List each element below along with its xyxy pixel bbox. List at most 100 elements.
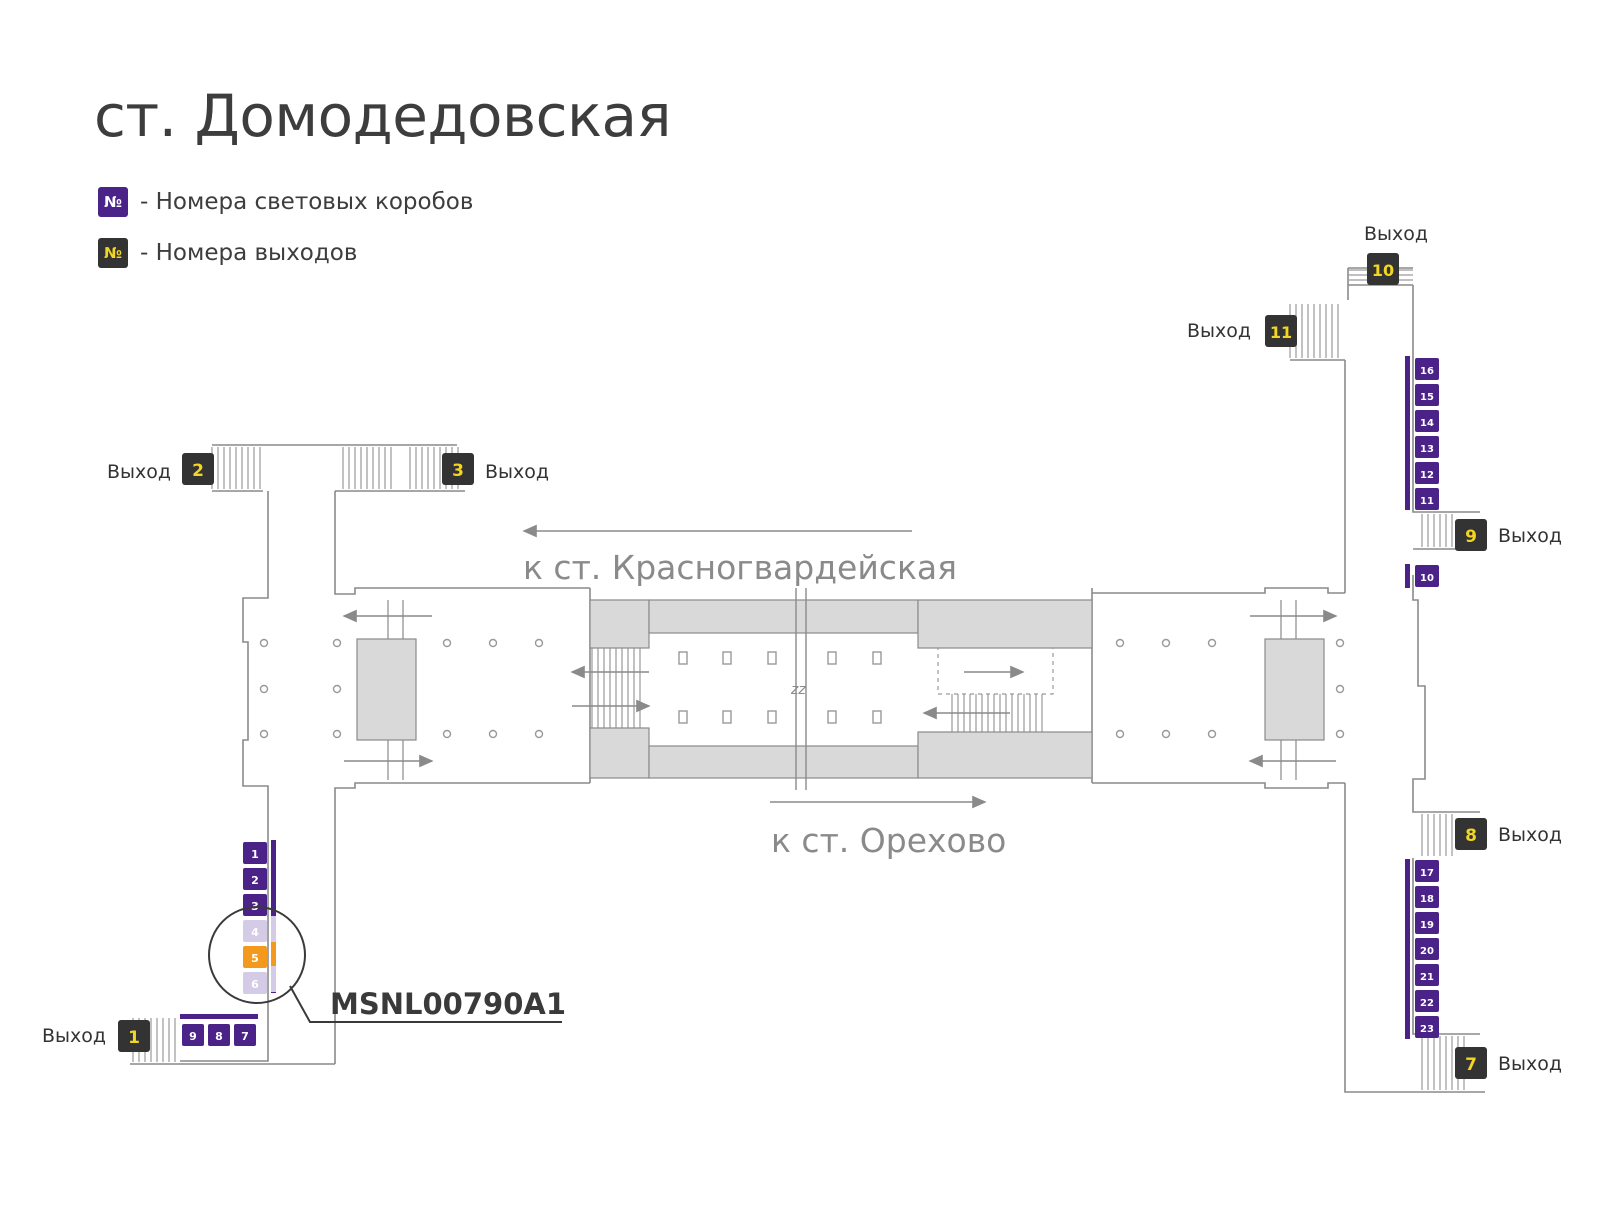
legend-lightbox-label: - Номера световых коробов (140, 189, 474, 215)
exit-1: Выход 1 (42, 1020, 150, 1052)
exit-3: 3 Выход (442, 453, 549, 485)
legend-exit-swatch: № (98, 238, 128, 268)
lightbox-17: 17 (1415, 860, 1439, 882)
svg-text:1: 1 (251, 848, 259, 861)
svg-text:19: 19 (1420, 920, 1434, 931)
block-platform-s (648, 745, 919, 779)
block-platform-n (648, 599, 919, 634)
callout-code-label: MSNL00790A1 (330, 987, 566, 1021)
lightbox-22: 22 (1415, 990, 1439, 1012)
stairs-exit-9 (1421, 514, 1453, 547)
exit-9-number: 9 (1465, 527, 1477, 547)
platform-divider (795, 588, 807, 790)
exit-3-word: Выход (485, 461, 549, 483)
exit-7-number: 7 (1465, 1055, 1477, 1075)
lightbox-2: 2 (243, 868, 267, 890)
lightbox-10: 10 (1415, 565, 1439, 587)
lightbox-20: 20 (1415, 938, 1439, 960)
lightbox-7: 7 (234, 1024, 256, 1046)
exit-8: 8 Выход (1455, 818, 1562, 850)
block-platform-se (917, 731, 1093, 779)
svg-text:17: 17 (1420, 868, 1434, 879)
lightbox-15: 15 (1415, 384, 1439, 406)
stairs-exit-3a (342, 447, 392, 489)
lightbox-13: 13 (1415, 436, 1439, 458)
svg-text:18: 18 (1420, 894, 1434, 905)
lightbox-14: 14 (1415, 410, 1439, 432)
svg-text:15: 15 (1420, 392, 1434, 403)
lightboxes-left: 1 2 3 4 5 6 (243, 840, 276, 994)
direction-south-label: к ст. Орехово (771, 821, 1006, 860)
svg-text:6: 6 (251, 978, 259, 991)
dashed-zone (937, 647, 1054, 695)
legend-lightbox-swatch: № (98, 187, 128, 217)
lightbox-1: 1 (243, 842, 267, 864)
exit-11-word: Выход (1187, 320, 1251, 342)
svg-text:10: 10 (1420, 573, 1434, 584)
stairs-exit-8 (1421, 814, 1453, 856)
lightbox-12: 12 (1415, 462, 1439, 484)
lightboxes-bottom: 9 8 7 (180, 1014, 258, 1046)
svg-text:9: 9 (189, 1030, 197, 1043)
lightbox-23: 23 (1415, 1016, 1439, 1038)
svg-text:20: 20 (1420, 946, 1434, 957)
exit-2: Выход 2 (107, 453, 214, 485)
lightbox-4-faded: 4 (243, 920, 267, 942)
svg-text:22: 22 (1420, 998, 1434, 1009)
lightboxes-right-upper: 16 15 14 13 12 11 10 (1405, 356, 1439, 588)
columns-squares (678, 651, 882, 724)
exit-1-number: 1 (128, 1028, 140, 1048)
column-zone-marker: zz (790, 682, 806, 698)
exit-2-number: 2 (192, 461, 204, 481)
lightbox-21: 21 (1415, 964, 1439, 986)
svg-text:7: 7 (241, 1030, 249, 1043)
svg-text:8: 8 (215, 1030, 223, 1043)
svg-text:11: 11 (1420, 496, 1434, 507)
exit-10: Выход 10 (1364, 223, 1428, 285)
direction-north-label: к ст. Красногвардейская (523, 548, 957, 587)
lightbox-3: 3 (243, 894, 267, 916)
columns-circles (259, 638, 1345, 739)
staircases (132, 269, 1465, 1090)
svg-text:2: 2 (251, 874, 259, 887)
exit-9-word: Выход (1498, 525, 1562, 547)
svg-text:21: 21 (1420, 972, 1434, 983)
lightbox-8: 8 (208, 1024, 230, 1046)
callout-leader (289, 985, 562, 1023)
svg-text:4: 4 (251, 926, 259, 939)
legend-lightbox: № - Номера световых коробов (98, 186, 473, 218)
exit-9: 9 Выход (1455, 519, 1562, 551)
svg-text:5: 5 (251, 952, 259, 965)
exit-8-number: 8 (1465, 826, 1477, 846)
lightbox-19: 19 (1415, 912, 1439, 934)
exit-11: Выход 11 (1187, 315, 1297, 347)
block-platform-ne (917, 599, 1093, 649)
highlight-callout-circle (208, 906, 306, 1004)
exit-7-word: Выход (1498, 1053, 1562, 1075)
lightbox-5-highlighted: 5 (243, 946, 267, 968)
legend-exit-label: - Номера выходов (140, 240, 358, 266)
grey-blocks (356, 599, 1325, 779)
stairs-exit-2 (211, 447, 261, 489)
exit-10-number: 10 (1372, 261, 1394, 280)
stairs-exit-11 (1289, 304, 1339, 358)
exit-10-word: Выход (1364, 223, 1428, 245)
block-platform-nw (589, 599, 650, 649)
svg-text:16: 16 (1420, 366, 1434, 377)
svg-text:13: 13 (1420, 444, 1434, 455)
svg-text:23: 23 (1420, 1024, 1434, 1035)
stairs-platform-left (591, 648, 641, 728)
svg-text:12: 12 (1420, 470, 1434, 481)
lightbox-16: 16 (1415, 358, 1439, 380)
page-title: ст. Домодедовская (94, 82, 672, 150)
block-platform-sw (589, 727, 650, 779)
exit-3-number: 3 (452, 461, 464, 481)
block-left-vestibule (356, 638, 417, 741)
svg-text:14: 14 (1420, 418, 1434, 429)
lightbox-11: 11 (1415, 488, 1439, 510)
flow-arrows (342, 524, 1338, 809)
lightbox-6-faded: 6 (243, 972, 267, 994)
exit-1-word: Выход (42, 1025, 106, 1047)
lightboxes-right-lower: 17 18 19 20 21 22 23 (1405, 859, 1439, 1039)
